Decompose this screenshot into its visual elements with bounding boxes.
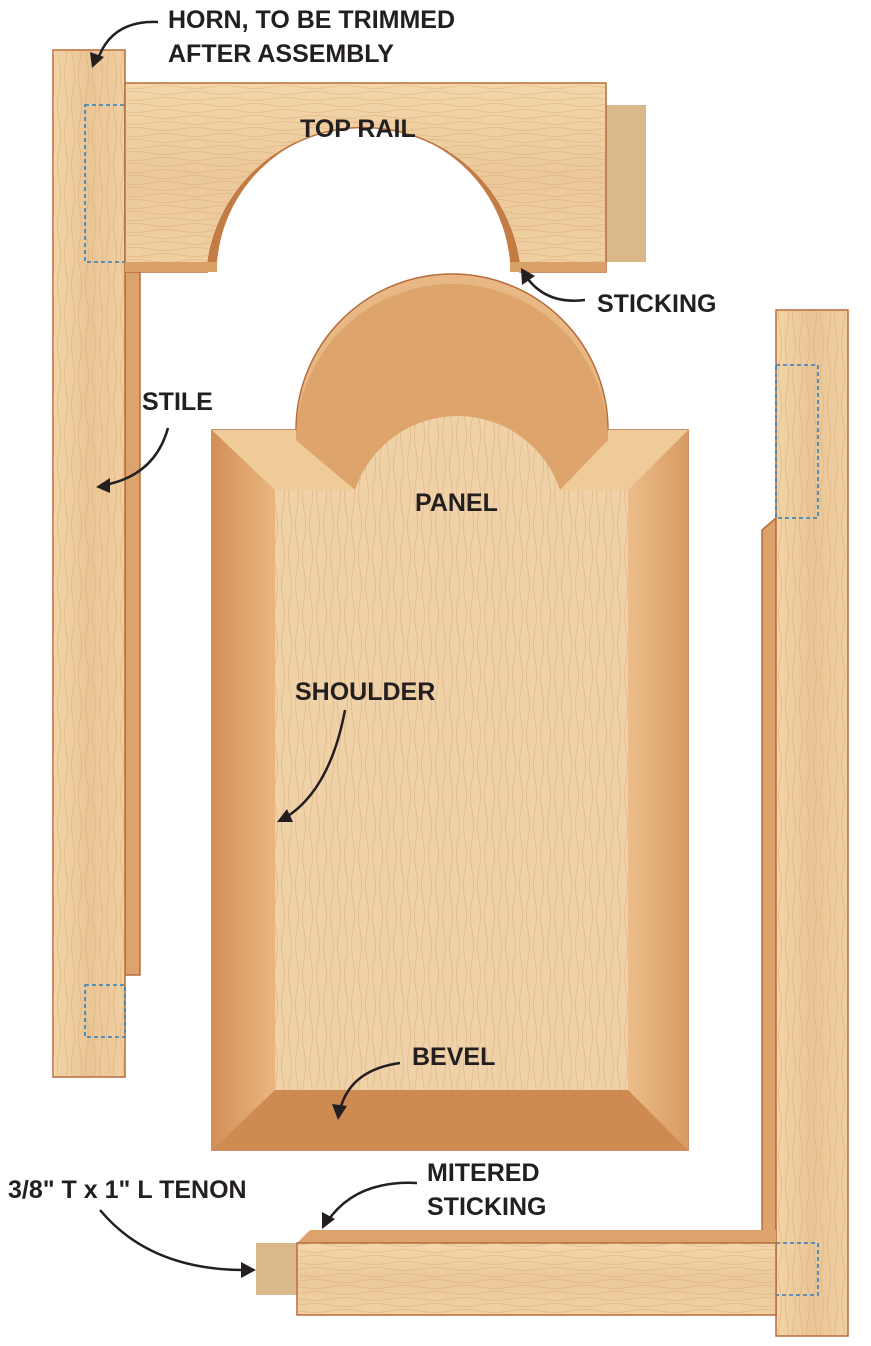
bottom-rail [256,1230,777,1316]
callout-arrows [90,20,586,1278]
label-shoulder: SHOULDER [295,678,435,706]
label-tenon: 3/8" T x 1" L TENON [8,1176,247,1204]
label-stile: STILE [142,388,213,416]
top-rail [124,82,646,273]
raised-panel [211,273,689,1151]
mortise-top-left [84,104,126,263]
label-mitered-line2: STICKING [427,1193,546,1221]
label-panel: PANEL [415,489,498,517]
label-sticking: STICKING [597,290,716,318]
right-stile [761,309,849,1337]
label-bevel: BEVEL [412,1043,495,1071]
label-horn-line1: HORN, TO BE TRIMMED [168,6,455,34]
left-stile [52,49,141,1078]
tenon [256,1243,297,1295]
mortise-bottom-left [84,984,126,1038]
label-top-rail: TOP RAIL [300,115,416,143]
mortise-top-right [775,364,819,519]
label-horn-line2: AFTER ASSEMBLY [168,40,394,68]
label-mitered-line1: MITERED [427,1159,540,1187]
